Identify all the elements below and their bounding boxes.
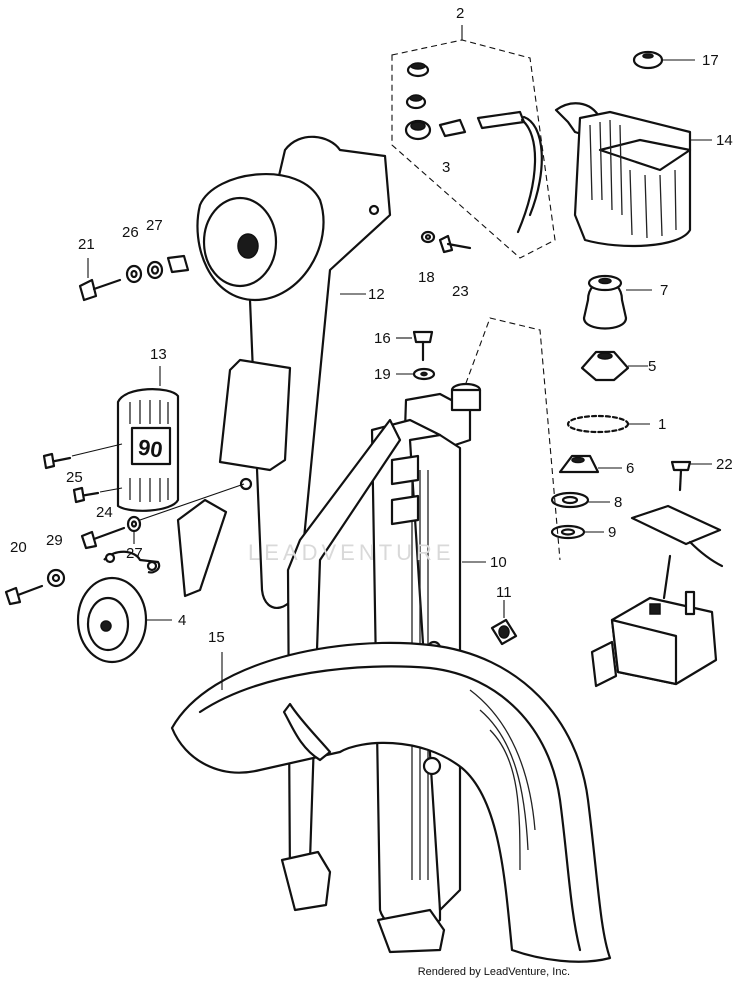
callout-29: 29 bbox=[46, 532, 63, 549]
callout-22: 22 bbox=[716, 456, 733, 473]
callout-10: 10 bbox=[490, 554, 507, 571]
part-29-washer bbox=[46, 568, 66, 588]
part-4-horn bbox=[76, 550, 172, 664]
callout-2: 2 bbox=[456, 5, 465, 22]
callout-5: 5 bbox=[648, 358, 657, 375]
part-6-lower-cone bbox=[558, 454, 622, 474]
part-17-nut bbox=[632, 50, 695, 70]
part-14-toolbox bbox=[554, 102, 712, 248]
part-21-bolt bbox=[78, 258, 122, 302]
callout-9: 9 bbox=[608, 524, 617, 541]
part-27-nut-upper bbox=[146, 254, 190, 280]
callout-6: 6 bbox=[626, 460, 635, 477]
part-26-washer bbox=[125, 264, 143, 284]
callout-24: 24 bbox=[96, 504, 113, 521]
part-16-bolt bbox=[396, 330, 434, 362]
part-20-bolt bbox=[4, 584, 44, 606]
callout-21: 21 bbox=[78, 236, 95, 253]
callout-23: 23 bbox=[452, 283, 469, 300]
callout-16: 16 bbox=[374, 330, 391, 347]
callout-18: 18 bbox=[418, 269, 435, 286]
part-8-washer bbox=[550, 491, 610, 509]
callout-15: 15 bbox=[208, 629, 225, 646]
part-18-washer bbox=[420, 230, 436, 244]
svg-text:90: 90 bbox=[137, 434, 165, 462]
part-19-washer bbox=[396, 367, 436, 381]
callout-25: 25 bbox=[66, 469, 83, 486]
part-group-2 bbox=[391, 25, 556, 259]
callout-14: 14 bbox=[716, 132, 733, 149]
ignition-switch bbox=[590, 504, 724, 688]
callout-26: 26 bbox=[122, 224, 139, 241]
part-9-washer bbox=[550, 524, 604, 540]
callout-27: 27 bbox=[146, 217, 163, 234]
callout-13: 13 bbox=[150, 346, 167, 363]
part-7-rubber-mount bbox=[582, 274, 652, 330]
callout-27-lower: 27 bbox=[126, 545, 143, 562]
part-23-screw bbox=[438, 234, 472, 254]
part-13-emblem: 90 bbox=[116, 366, 180, 512]
part-22-screw bbox=[670, 460, 712, 492]
callout-4: 4 bbox=[178, 612, 187, 629]
callout-3: 3 bbox=[442, 159, 451, 176]
part-24-bolt bbox=[80, 526, 126, 550]
callout-8: 8 bbox=[614, 494, 623, 511]
callout-17: 17 bbox=[702, 52, 719, 69]
part-11-grommet bbox=[490, 600, 518, 646]
part-1-steel-balls bbox=[566, 414, 650, 434]
callout-20: 20 bbox=[10, 539, 27, 556]
callout-12: 12 bbox=[368, 286, 385, 303]
callout-1: 1 bbox=[658, 416, 667, 433]
part-27-washer-lower bbox=[126, 515, 142, 544]
watermark: LEADVENTURE bbox=[248, 540, 455, 565]
emblem-screws bbox=[42, 443, 123, 504]
callout-19: 19 bbox=[374, 366, 391, 383]
render-credit: Rendered by LeadVenture, Inc. bbox=[417, 966, 570, 978]
part-5-cone bbox=[580, 350, 648, 382]
callout-7: 7 bbox=[660, 282, 669, 299]
callout-11: 11 bbox=[496, 584, 512, 601]
part-15-front-fender bbox=[170, 641, 612, 963]
part-12-headlight-case bbox=[176, 135, 392, 609]
